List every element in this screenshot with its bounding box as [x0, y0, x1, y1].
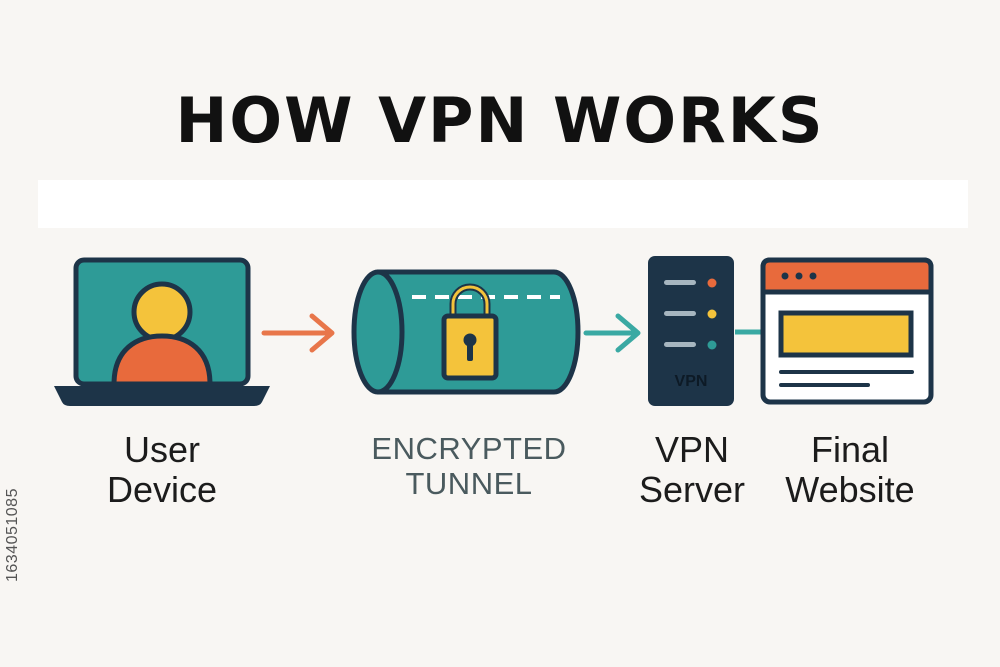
title-underline-band — [38, 180, 968, 228]
user-device-label: User Device — [62, 429, 262, 511]
vpn-server-label-line1: VPN — [654, 429, 730, 470]
user-device-label-line1: User — [123, 429, 200, 470]
arrow-device-to-tunnel — [261, 313, 335, 353]
final-website-label-line2: Website — [785, 469, 915, 511]
final-website-label: Final Website — [770, 429, 930, 511]
server-icon: VPN — [648, 256, 734, 406]
user-device-label-line2: Device — [106, 469, 218, 511]
browser-window-icon — [760, 257, 934, 405]
vpn-server-label: VPN Server — [616, 429, 768, 511]
encrypted-tunnel-label: ENCRYPTED TUNNEL — [334, 431, 604, 501]
vpn-server-label-line2: Server — [638, 469, 746, 511]
server-vpn-text: VPN — [675, 373, 708, 390]
tunnel-lock-icon — [351, 269, 581, 395]
final-website-label-line1: Final — [810, 429, 890, 470]
laptop-user-icon — [54, 257, 270, 406]
arrow-tunnel-to-server — [583, 313, 641, 353]
encrypted-tunnel-label-line1: ENCRYPTED — [371, 431, 567, 466]
encrypted-tunnel-label-line2: TUNNEL — [405, 465, 533, 501]
image-id-text: 1634051085 — [4, 488, 21, 582]
diagram-title: HOW VPN WORKS — [175, 84, 825, 157]
